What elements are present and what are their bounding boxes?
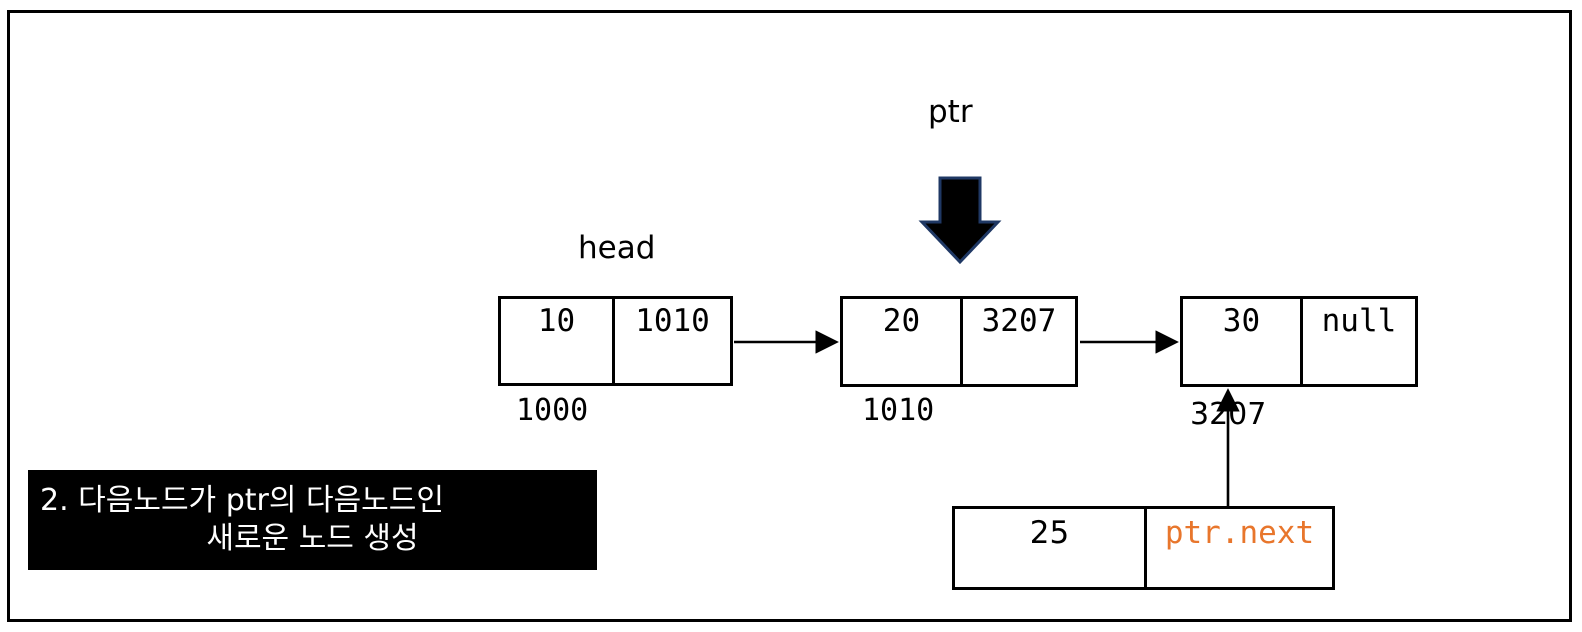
list-node: 10 1010 (498, 296, 733, 386)
node-next-cell: null (1299, 299, 1415, 384)
node-next: 1010 (635, 303, 710, 339)
node-next: 3207 (981, 303, 1057, 339)
ptr-label: ptr (928, 94, 973, 130)
diagram-frame (7, 10, 1572, 622)
caption-line-2: 새로운 노드 생성 (206, 521, 419, 556)
node-address: 1000 (516, 393, 589, 428)
new-node-next: ptr.next (1164, 515, 1315, 551)
node-value-cell: 10 (501, 299, 612, 383)
caption-box: 2. 다음노드가 ptr의 다음노드인 새로운 노드 생성 (28, 470, 597, 570)
node-next-cell: 1010 (612, 299, 730, 383)
node-next-cell: 3207 (959, 299, 1075, 384)
node-value-cell: 30 (1183, 299, 1300, 384)
node-value-cell: 20 (843, 299, 960, 384)
node-value: 20 (882, 303, 921, 339)
node-value: 30 (1222, 303, 1261, 339)
node-address: 1010 (862, 393, 935, 428)
node-address: 3207 (1190, 397, 1267, 432)
node-next: null (1321, 303, 1397, 339)
new-node: 25 ptr.next (952, 506, 1335, 590)
list-node: 20 3207 (840, 296, 1078, 387)
new-node-value-cell: 25 (955, 509, 1144, 587)
node-value: 10 (537, 303, 576, 339)
new-node-next-cell: ptr.next (1143, 509, 1332, 587)
list-node: 30 null (1180, 296, 1418, 387)
new-node-value: 25 (1029, 515, 1070, 551)
head-label: head (578, 230, 656, 266)
caption-line-1: 2. 다음노드가 ptr의 다음노드인 (40, 482, 444, 518)
